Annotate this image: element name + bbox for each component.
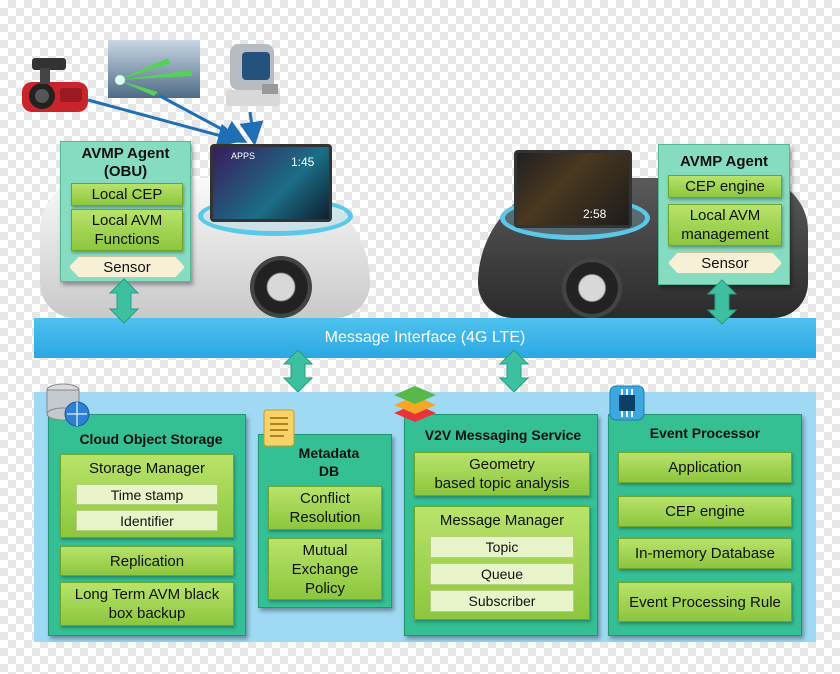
local-cep-label: Local CEP — [91, 186, 163, 203]
cep-engine-box: CEP engine — [618, 496, 792, 527]
right-sensor-label: Sensor — [701, 254, 749, 272]
geometry-topic-analysis-box: Geometry based topic analysis — [414, 452, 590, 496]
local-avm-functions-box: Local AVM Functions — [71, 209, 183, 251]
event-processing-rule-box: Event Processing Rule — [618, 582, 792, 622]
lidar-unit-icon — [222, 40, 284, 112]
identifier-item: Identifier — [76, 510, 218, 531]
dashcam-device-icon — [18, 52, 90, 118]
lidar-view-icon — [108, 40, 200, 98]
document-scroll-icon — [260, 406, 302, 450]
left-agent-subtitle: (OBU) — [103, 163, 148, 180]
application-box: Application — [618, 452, 792, 483]
identifier-label: Identifier — [120, 512, 174, 529]
time-stamp-item: Time stamp — [76, 484, 218, 505]
right-sensor-box: Sensor — [668, 252, 782, 274]
right-car-front-wheel — [562, 258, 622, 318]
topic-label: Topic — [485, 539, 519, 555]
bar-cloud-arrow-left — [282, 349, 314, 393]
left-sensor-label: Sensor — [103, 258, 151, 276]
right-agent-title: AVMP Agent — [679, 153, 769, 170]
replication-label: Replication — [109, 552, 185, 570]
chip-icon — [608, 384, 646, 422]
message-interface-bar: Message Interface (4G LTE) — [34, 318, 816, 358]
local-avm-label-line1: Local AVM — [91, 212, 163, 229]
local-avm-label-line2: Functions — [94, 231, 160, 248]
mutual-line3: Policy — [304, 579, 345, 597]
event-processor-title: Event Processor — [649, 425, 761, 441]
local-avm-management-box: Local AVM management — [668, 204, 782, 246]
subscriber-item: Subscriber — [430, 590, 574, 612]
apps-label: APPS — [231, 151, 256, 161]
time-stamp-label: Time stamp — [110, 486, 184, 503]
left-sensor-box: Sensor — [69, 256, 185, 278]
right-head-unit-screen: 2:58 — [514, 150, 632, 228]
in-memory-label: In-memory Database — [634, 545, 776, 562]
storage-manager-label: Storage Manager — [89, 460, 205, 477]
geometry-line1: Geometry — [469, 456, 535, 473]
message-manager-label: Message Manager — [439, 512, 565, 529]
v2v-title: V2V Messaging Service — [424, 427, 582, 443]
right-clock-label: 2:58 — [583, 207, 607, 221]
right-agent-bar-arrow — [706, 279, 738, 325]
left-head-unit-screen: APPS 1:45 — [210, 144, 332, 222]
local-avm-mgmt-line2: management — [681, 226, 769, 243]
message-interface-label: Message Interface (4G LTE) — [324, 329, 526, 346]
application-label: Application — [668, 459, 742, 476]
cep-engine-box-agent: CEP engine — [668, 175, 782, 198]
left-agent-bar-arrow — [108, 278, 140, 324]
topic-item: Topic — [430, 536, 574, 558]
queue-label: Queue — [480, 566, 524, 582]
cep-engine-label: CEP engine — [665, 503, 745, 520]
metadata-title-line2: DB — [318, 463, 340, 479]
stacked-layers-icon — [390, 382, 440, 426]
event-rule-label: Event Processing Rule — [629, 593, 781, 611]
geometry-line2: based topic analysis — [434, 475, 570, 492]
mutual-line1: Mutual — [302, 541, 348, 559]
conflict-line1: Conflict — [299, 490, 351, 507]
local-cep-box: Local CEP — [71, 183, 183, 206]
in-memory-database-box: In-memory Database — [618, 538, 792, 569]
left-car-front-wheel — [250, 256, 312, 318]
metadata-db-title: Metadata DB — [270, 444, 388, 480]
database-globe-icon — [43, 380, 91, 428]
backup-label-line1: Long Term AVM black — [74, 586, 220, 603]
cloud-object-storage-title: Cloud Object Storage — [79, 431, 223, 447]
backup-label-line2: box backup — [108, 605, 186, 622]
clock-label: 1:45 — [291, 155, 315, 169]
cep-engine-agent-label: CEP engine — [685, 178, 765, 195]
queue-item: Queue — [430, 563, 574, 585]
local-avm-mgmt-line1: Local AVM — [689, 207, 761, 224]
conflict-resolution-box: Conflict Resolution — [268, 486, 382, 530]
bar-cloud-arrow-right — [498, 349, 530, 393]
link-arrows — [108, 278, 738, 393]
conflict-line2: Resolution — [289, 509, 361, 526]
replication-box: Replication — [60, 546, 234, 576]
subscriber-label: Subscriber — [468, 593, 536, 609]
left-agent-title: AVMP Agent — [81, 145, 170, 162]
mutual-line2: Exchange — [291, 560, 359, 578]
mutual-exchange-policy-box: Mutual Exchange Policy — [268, 538, 382, 600]
long-term-backup-box: Long Term AVM black box backup — [60, 582, 234, 626]
metadata-title-line1: Metadata — [298, 445, 360, 461]
device-link-arrows — [87, 94, 264, 147]
